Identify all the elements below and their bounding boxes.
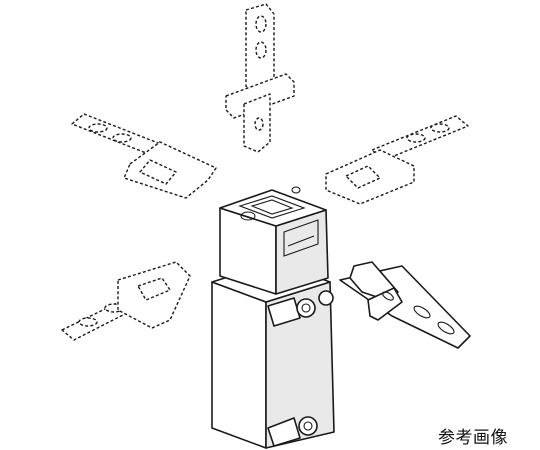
reference-image-caption: 参考画像 bbox=[438, 428, 508, 448]
actuator-left-bottom-dashed bbox=[61, 261, 191, 341]
actuator-right-top-dashed bbox=[325, 115, 469, 205]
mounting-bosses bbox=[267, 290, 334, 447]
actuator-right-bottom-solid bbox=[339, 261, 471, 349]
actuator-top-dashed bbox=[225, 3, 295, 153]
actuator-left-top-dashed bbox=[71, 113, 217, 199]
